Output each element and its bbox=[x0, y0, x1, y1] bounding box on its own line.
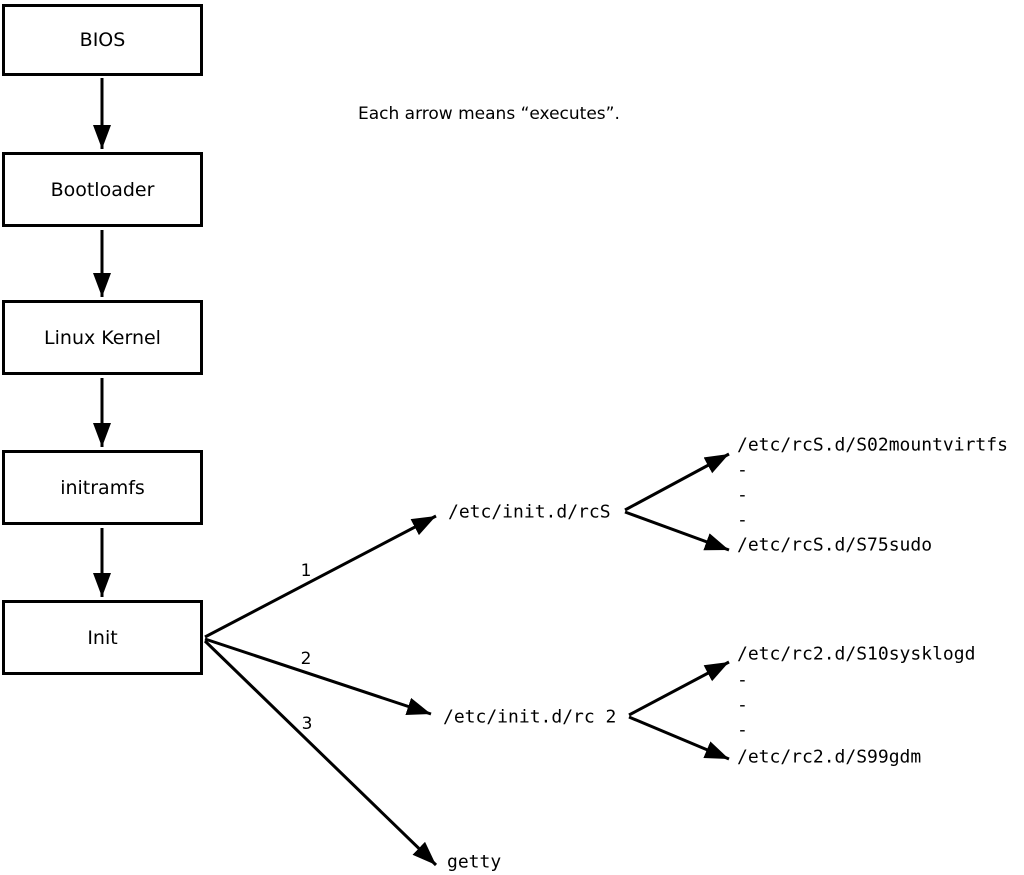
label-etc-init-d-rc2: /etc/init.d/rc 2 bbox=[443, 706, 617, 728]
box-bios: BIOS bbox=[2, 4, 203, 76]
branch-3-number: 3 bbox=[301, 714, 313, 734]
label-etc-init-d-rcS: /etc/init.d/rcS bbox=[448, 501, 611, 523]
label-rcS-child-s02mountvirtfs: /etc/rcS.d/S02mountvirtfs bbox=[737, 434, 1008, 456]
box-bootloader: Bootloader bbox=[2, 152, 203, 227]
box-initramfs: initramfs bbox=[2, 450, 203, 525]
label-rc2-child-ellipsis-3: - bbox=[737, 719, 748, 741]
arrow-rc2-to-s10sysklogd bbox=[628, 660, 730, 717]
label-rcS-child-ellipsis-1: - bbox=[737, 459, 748, 481]
label-rc2-child-s99gdm: /etc/rc2.d/S99gdm bbox=[737, 746, 922, 768]
box-init: Init bbox=[2, 600, 203, 675]
label-rcS-child-ellipsis-3: - bbox=[737, 509, 748, 531]
arrow-rcS-to-s75sudo bbox=[624, 510, 730, 552]
box-initramfs-label: initramfs bbox=[60, 476, 145, 499]
label-rcS-child-s75sudo: /etc/rcS.d/S75sudo bbox=[737, 534, 933, 556]
arrow-init-to-rc2 bbox=[204, 637, 432, 716]
arrow-init-to-rcS bbox=[204, 514, 437, 639]
label-rc2-child-ellipsis-2: - bbox=[737, 694, 748, 716]
arrow-init-to-getty bbox=[203, 639, 438, 867]
label-rc2-child-ellipsis-1: - bbox=[737, 669, 748, 691]
label-rcS-child-ellipsis-2: - bbox=[737, 484, 748, 506]
label-getty: getty bbox=[447, 851, 502, 873]
box-init-label: Init bbox=[87, 626, 118, 649]
box-linux-kernel-label: Linux Kernel bbox=[44, 326, 161, 349]
box-bios-label: BIOS bbox=[79, 29, 126, 51]
arrow-rcS-to-s02mountvirtfs bbox=[624, 452, 730, 512]
branch-1-number: 1 bbox=[300, 561, 312, 581]
box-bootloader-label: Bootloader bbox=[50, 178, 155, 201]
label-rc2-child-s10sysklogd: /etc/rc2.d/S10sysklogd bbox=[737, 643, 976, 665]
legend-note: Each arrow means “executes”. bbox=[358, 104, 620, 124]
box-linux-kernel: Linux Kernel bbox=[2, 300, 203, 375]
arrow-rc2-to-s99gdm bbox=[628, 715, 730, 761]
branch-2-number: 2 bbox=[300, 649, 312, 669]
